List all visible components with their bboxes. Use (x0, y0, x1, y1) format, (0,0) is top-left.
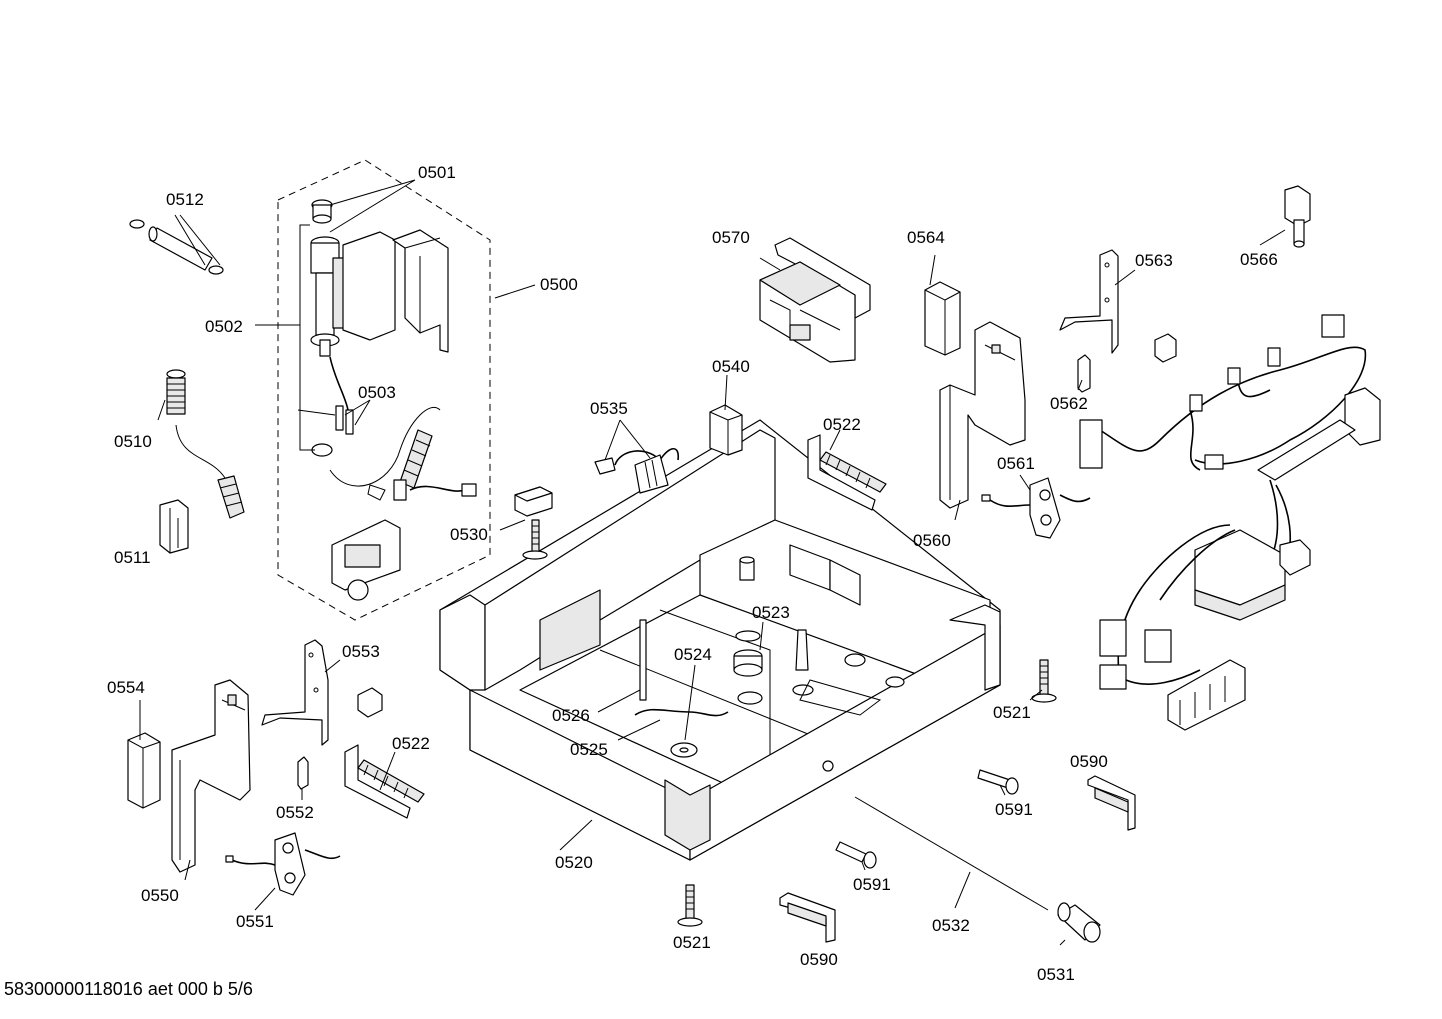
part-0526 (639, 619, 647, 701)
part-0500-hose (367, 429, 477, 501)
label-0526: 0526 (552, 706, 590, 725)
part-0551 (225, 832, 341, 896)
part-0591-upper (977, 769, 1019, 795)
label-0512: 0512 (166, 190, 204, 209)
label-0564: 0564 (907, 228, 945, 247)
part-0570 (759, 237, 871, 363)
part-0550 (171, 679, 251, 873)
part-0561 (981, 477, 1091, 539)
label-0530: 0530 (450, 525, 488, 544)
part-0511 (159, 499, 189, 554)
part-0501 (311, 199, 333, 224)
label-0566: 0566 (1240, 250, 1278, 269)
part-0566 (1284, 185, 1311, 248)
part-0521-right (1031, 659, 1057, 703)
part-0522-left (344, 744, 425, 819)
part-0523 (733, 629, 905, 716)
part-0520 (439, 419, 1001, 861)
label-0562: 0562 (1050, 394, 1088, 413)
part-0554 (127, 732, 161, 809)
part-0530 (514, 486, 553, 560)
part-wire-harness (1079, 314, 1381, 731)
part-0590-lower (779, 892, 836, 943)
label-0590-lower: 0590 (800, 950, 838, 969)
leader-lines (139, 179, 1286, 946)
part-0525 (634, 708, 729, 717)
label-0540: 0540 (712, 357, 750, 376)
part-0502 (310, 229, 449, 357)
label-0520: 0520 (555, 853, 593, 872)
assembly-0500-outline (277, 159, 491, 621)
part-0552 (297, 756, 309, 790)
part-0535 (594, 447, 680, 494)
part-0531 (1057, 902, 1101, 943)
part-0540 (709, 404, 743, 456)
label-0521-bottom: 0521 (673, 933, 711, 952)
label-0553: 0553 (342, 642, 380, 661)
label-0532: 0532 (932, 916, 970, 935)
label-0525: 0525 (570, 740, 608, 759)
label-0522-left: 0522 (392, 734, 430, 753)
label-0550: 0550 (141, 886, 179, 905)
part-0563 (1059, 249, 1119, 354)
part-0564 (924, 281, 961, 356)
label-0524: 0524 (674, 645, 712, 664)
label-0561: 0561 (997, 454, 1035, 473)
part-0521-bottom (677, 884, 703, 927)
part-0532 (854, 796, 1049, 911)
label-0502: 0502 (205, 317, 243, 336)
label-0500: 0500 (540, 275, 578, 294)
part-0553 (261, 639, 329, 746)
label-0531: 0531 (1037, 965, 1075, 984)
part-0500-module (331, 519, 401, 601)
document-id: 58300000118016 aet 000 b 5/6 (4, 979, 253, 999)
label-0503: 0503 (358, 383, 396, 402)
label-0551: 0551 (236, 912, 274, 931)
label-0552: 0552 (276, 803, 314, 822)
label-0590-upper: 0590 (1070, 752, 1108, 771)
label-0554: 0554 (107, 678, 145, 697)
label-0570: 0570 (712, 228, 750, 247)
label-0521-right: 0521 (993, 703, 1031, 722)
label-0560: 0560 (913, 531, 951, 550)
part-0553-block (357, 687, 383, 718)
label-0522-right: 0522 (823, 415, 861, 434)
label-0510: 0510 (114, 432, 152, 451)
label-0511: 0511 (114, 548, 151, 567)
part-0510 (166, 369, 245, 519)
part-0512 (129, 219, 224, 275)
part-0522-right (807, 434, 887, 511)
part-0591-lower (835, 841, 877, 869)
part-0524 (670, 742, 698, 758)
part-labels: 0501 0512 0500 0502 0503 0510 0511 0570 … (107, 163, 1278, 984)
label-0591-upper: 0591 (995, 800, 1033, 819)
label-0563: 0563 (1135, 251, 1173, 270)
label-0501: 0501 (418, 163, 456, 182)
label-0523: 0523 (752, 603, 790, 622)
part-0563-block (1154, 333, 1177, 363)
label-0591-lower: 0591 (853, 875, 891, 894)
part-0590-upper (1087, 775, 1136, 831)
part-0503 (311, 356, 441, 487)
label-0535: 0535 (590, 399, 628, 418)
part-0560 (939, 321, 1026, 509)
